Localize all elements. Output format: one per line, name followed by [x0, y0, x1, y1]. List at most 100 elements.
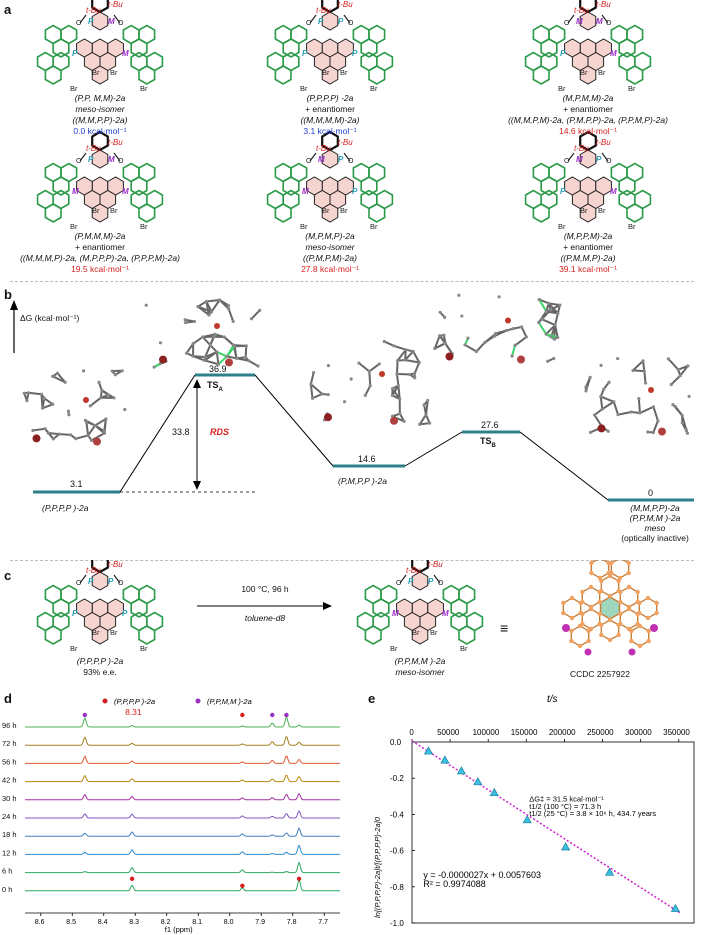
- peak-marker-pppp: [240, 712, 245, 718]
- bond: [679, 365, 689, 377]
- oxygen-atom: [379, 371, 385, 377]
- br-label: Br: [110, 68, 118, 77]
- bond: [28, 391, 42, 396]
- atom: [57, 432, 61, 436]
- oxygen-atom: [83, 397, 89, 403]
- bond: [197, 305, 212, 313]
- atom: [326, 364, 330, 368]
- atom: [460, 314, 464, 318]
- energy-axis-arrow-icon: [10, 300, 18, 310]
- isomer-stereo: (M,P,M,P)-2a: [305, 231, 355, 241]
- bond: [32, 427, 46, 432]
- atom: [234, 356, 239, 360]
- ring: [581, 586, 601, 608]
- atom: [588, 430, 593, 434]
- isomer-energy: 27.8 kcal·mol⁻¹: [301, 264, 359, 274]
- bond: [89, 396, 102, 407]
- atom: [684, 428, 688, 432]
- top-ring: [91, 0, 109, 14]
- top-ring: [321, 0, 339, 14]
- atom: [144, 303, 148, 307]
- atom: [511, 327, 515, 331]
- atom: [249, 317, 254, 321]
- atom: [578, 600, 583, 606]
- oxygen: O: [564, 20, 570, 27]
- bond: [218, 299, 230, 310]
- atom: [22, 391, 26, 395]
- top-ring: [411, 560, 429, 574]
- oxygen-atom: [214, 323, 220, 329]
- tsb-label: TSB: [480, 436, 496, 449]
- bromine-atom: [159, 355, 167, 364]
- atom: [552, 356, 556, 361]
- isomer-alt: ((M,M,M,M)-2a): [300, 115, 360, 125]
- tbu-label-left: t-Bu: [316, 6, 331, 15]
- atom: [433, 346, 437, 351]
- atom: [629, 628, 634, 634]
- molecule-3d: [309, 339, 432, 426]
- atom: [196, 304, 200, 309]
- path-3: [404, 431, 463, 467]
- side-ring: [274, 203, 292, 223]
- br-label: Br: [70, 644, 78, 653]
- conditions-bottom: toluene-d8: [244, 613, 286, 623]
- legend-marker-pppp: [102, 698, 108, 704]
- y-tick-label: -0.4: [390, 810, 404, 819]
- atom: [584, 385, 588, 389]
- bond: [444, 342, 454, 355]
- bond: [227, 308, 235, 322]
- right-note: meso-isomer: [395, 667, 445, 677]
- atom: [309, 382, 313, 386]
- isomer-caption: (P,M,M,M)-2a+ enantiomer((M,M,M,P)-2a, (…: [0, 231, 200, 275]
- data-point: [456, 766, 466, 775]
- br-label: Br: [110, 206, 118, 215]
- ring: [562, 597, 582, 619]
- bond: [433, 335, 441, 349]
- bond: [632, 360, 644, 372]
- side-ring: [458, 625, 476, 645]
- atom: [312, 371, 316, 375]
- helicity-M: M: [108, 17, 115, 26]
- tbu-label-left: t-Bu: [316, 144, 331, 153]
- isomer-caption: (M,P,M,M)-2a+ enantiomer((M,M,P,M)-2a, (…: [488, 93, 688, 137]
- atom: [669, 382, 673, 387]
- atom: [396, 383, 400, 388]
- atom: [152, 365, 156, 369]
- bond: [113, 574, 121, 584]
- tbu-label-right: t-Bu: [596, 0, 611, 9]
- helicity-P: P: [596, 155, 602, 164]
- bond: [358, 362, 370, 373]
- atom: [569, 628, 574, 634]
- br-label: Br: [628, 222, 636, 231]
- arrow-up-icon: [193, 379, 201, 388]
- atom: [645, 595, 651, 601]
- x-tick-label: 100000: [473, 728, 500, 737]
- atom: [113, 373, 117, 377]
- core-ring: [91, 203, 109, 223]
- x-tick-label: 250000: [587, 728, 614, 737]
- atom: [225, 354, 229, 359]
- bromine-atom: [562, 624, 570, 632]
- br-label: Br: [430, 628, 438, 637]
- atom: [597, 599, 602, 605]
- tsa-label: TSA: [207, 380, 223, 393]
- atom: [637, 623, 643, 629]
- atom: [646, 430, 650, 434]
- spectrum-line: [25, 878, 340, 892]
- isomer-caption: (M,P,P,M)-2a+ enantiomer((P,M,M,P)-2a)39…: [488, 231, 688, 275]
- helicity-M: M: [122, 49, 129, 58]
- bond: [193, 355, 206, 359]
- atom: [438, 310, 442, 314]
- fit-equation: y = -0.0000027x + 0.0057603: [423, 870, 541, 880]
- atom: [569, 638, 574, 644]
- helicity-P: P: [122, 609, 128, 618]
- helicity-M: M: [72, 187, 79, 196]
- spectrum-line: [25, 792, 340, 801]
- atom: [612, 400, 616, 404]
- helicity-M: M: [610, 187, 617, 196]
- tbu-label-right: t-Bu: [338, 138, 353, 147]
- atom: [577, 643, 583, 649]
